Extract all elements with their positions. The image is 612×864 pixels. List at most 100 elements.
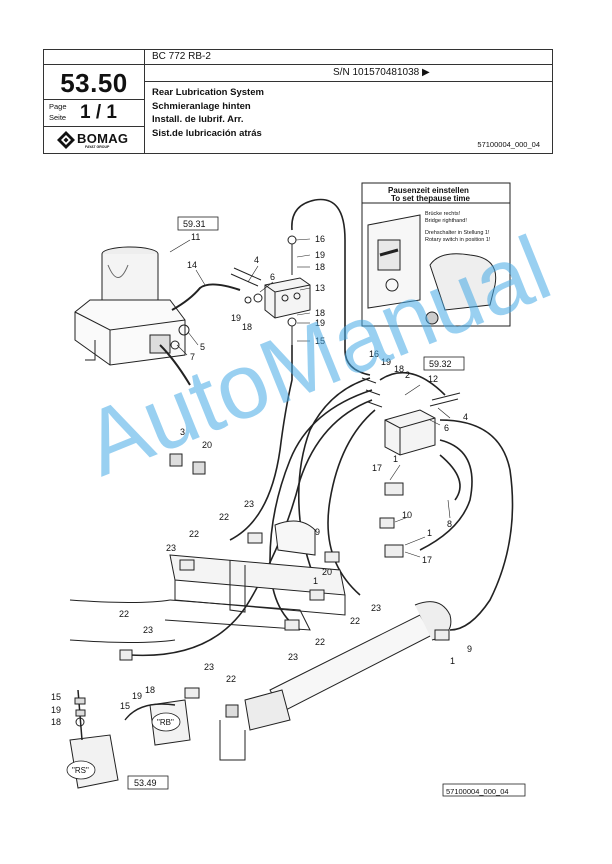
callout-10: 10 [402,510,412,520]
document-reference: 57100004_000_04 [477,140,540,149]
callout-9: 9 [315,527,320,537]
callout-20: 20 [202,440,212,450]
hose-bundle [129,198,514,657]
inset-note-4: Rotary switch in position 1! [425,237,491,243]
callout-9: 9 [467,644,472,654]
callout-5: 5 [200,342,205,352]
callout-12: 12 [428,374,438,384]
callout-18: 18 [394,364,404,374]
ref-box-53-49 [127,775,169,790]
callout-19: 19 [132,691,142,701]
callout-19: 19 [231,313,241,323]
callout-16: 16 [315,234,325,244]
ref-box-59-32 [423,356,465,371]
callout-15: 15 [315,336,325,346]
inset-note-3: Drehschalter in Stellung 1! [425,230,490,236]
inset-title-de: Pausenzeit einstellen [388,186,469,195]
callout-18: 18 [51,717,61,727]
brand-name: BOMAG [77,131,129,146]
divider [44,99,144,100]
serial-number: S/N 101570481038 ▶ [333,67,430,78]
callout-6: 6 [270,272,275,282]
callout-4: 4 [254,255,259,265]
callout-1: 1 [427,528,432,538]
callout-19: 19 [315,318,325,328]
callout-23: 23 [244,499,254,509]
title-es: Sist.de lubricación atrás [152,127,262,139]
page-fraction: 1 / 1 [80,102,117,123]
callout-4: 4 [463,412,468,422]
ref-53-49: 53.49 [134,778,157,788]
ref-59-32: 59.32 [429,359,452,369]
brand-subtitle: FAYAT GROUP [85,145,110,149]
marker-rb-label: "RB" [157,718,174,727]
callout-6: 6 [444,423,449,433]
diamond-logo-icon [57,131,75,149]
title-de: Schmieranlage hinten [152,100,251,112]
callout-20: 20 [322,567,332,577]
progressive-distributor [230,235,311,345]
title-block: BC 772 RB-2 S/N 101570481038 ▶ 53.50 Pag… [43,49,553,154]
footer-ref: 57100004_000_04 [446,787,509,796]
callout-1: 1 [393,454,398,464]
callout-23: 23 [166,543,176,553]
callout-22: 22 [119,609,129,619]
callout-22: 22 [315,637,325,647]
ref-box-59-31 [177,216,219,231]
distributor-right [361,377,461,456]
hose-14 [171,283,241,311]
reference-boxes [66,216,526,797]
inset-detail [361,182,511,327]
callout-19: 19 [381,357,391,367]
callout-23: 23 [143,625,153,635]
callout-2: 2 [405,370,410,380]
callout-1: 1 [313,576,318,586]
callout-7: 7 [190,352,195,362]
callout-16: 16 [369,349,379,359]
footer-ref-box [442,783,526,797]
callout-23: 23 [371,603,381,613]
divider [44,126,144,127]
callout-14: 14 [187,260,197,270]
callout-23: 23 [288,652,298,662]
callout-15: 15 [51,692,61,702]
inset-title-en: To set thepause time [391,194,471,203]
leader-lines [169,238,451,558]
model-label: BC 772 RB-2 [152,51,211,62]
callout-18: 18 [145,685,155,695]
inset-note-2: Bridge righthand! [425,218,467,224]
title-list: Rear Lubrication System Schmieranlage hi… [152,86,264,140]
callout-17: 17 [422,555,432,565]
callout-19: 19 [51,705,61,715]
divider [144,81,552,82]
callout-1: 1 [450,656,455,666]
callout-18: 18 [242,322,252,332]
page-number: 53.50 [60,68,128,98]
marker-rb [151,712,181,732]
callout-8: 8 [447,519,452,529]
callout-15: 15 [120,701,130,711]
lubrication-pump [74,246,191,386]
divider [44,64,552,65]
brand-logo: BOMAG FAYAT GROUP [55,130,135,150]
callout-22: 22 [226,674,236,684]
callout-18: 18 [315,262,325,272]
title-en: Rear Lubrication System [152,87,264,98]
callout-18: 18 [315,308,325,318]
fittings [119,324,450,699]
divider [144,50,145,153]
callout-22: 22 [189,529,199,539]
title-fr: Install. de lubrif. Arr. [152,114,244,125]
steering-cylinder [219,601,452,761]
callout-22: 22 [350,616,360,626]
ref-59-31: 59.31 [183,219,206,229]
callout-3: 3 [180,427,185,437]
marker-rs [66,760,96,780]
rear-frame [69,520,346,643]
callout-19: 19 [315,250,325,260]
callout-13: 13 [315,283,325,293]
callout-11: 11 [191,232,200,242]
page-label: Page [49,102,67,111]
callout-22: 22 [219,512,229,522]
callout-23: 23 [204,662,214,672]
